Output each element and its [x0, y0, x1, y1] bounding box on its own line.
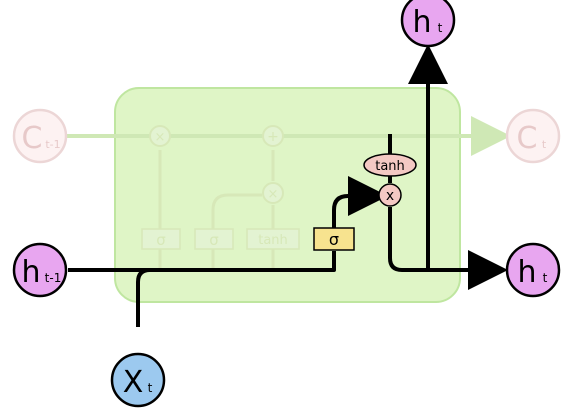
svg-text:σ: σ	[156, 231, 166, 249]
svg-text:h: h	[412, 5, 431, 40]
h-right-node: h t	[505, 242, 561, 298]
input-gate: σ	[194, 228, 234, 250]
output-tanh-op: tanh	[363, 153, 417, 177]
c-prev-node: C t-1	[12, 108, 68, 164]
output-multiply-op: x	[378, 183, 402, 207]
input-multiply-op: ×	[262, 182, 284, 204]
svg-text:x: x	[386, 188, 394, 204]
output-gate: σ	[313, 227, 355, 251]
svg-text:t-1: t-1	[45, 271, 62, 285]
svg-text:×: ×	[268, 187, 279, 202]
svg-text:σ: σ	[209, 231, 219, 249]
forget-multiply-op: ×	[149, 125, 171, 147]
h-prev-node: h t-1	[12, 242, 68, 298]
svg-text:h: h	[21, 255, 40, 290]
svg-text:t: t	[543, 271, 548, 285]
svg-text:t: t	[542, 138, 547, 151]
svg-text:+: +	[267, 129, 279, 145]
add-op: +	[262, 125, 284, 147]
svg-text:X: X	[123, 365, 144, 400]
svg-text:tanh: tanh	[375, 159, 405, 174]
svg-text:C: C	[517, 121, 538, 156]
c-next-node: C t	[505, 108, 561, 164]
svg-text:h: h	[517, 255, 536, 290]
svg-text:σ: σ	[329, 230, 339, 249]
active-paths	[68, 44, 508, 327]
svg-text:×: ×	[155, 130, 166, 145]
svg-text:tanh: tanh	[258, 233, 288, 248]
svg-text:C: C	[22, 121, 43, 156]
svg-text:t: t	[438, 21, 443, 35]
x-input-node: X t	[110, 352, 166, 408]
forget-gate: σ	[141, 228, 181, 250]
candidate-gate: tanh	[246, 228, 300, 250]
svg-text:t: t	[148, 381, 153, 395]
h-top-node: h t	[400, 0, 456, 48]
svg-text:t-1: t-1	[45, 138, 60, 151]
